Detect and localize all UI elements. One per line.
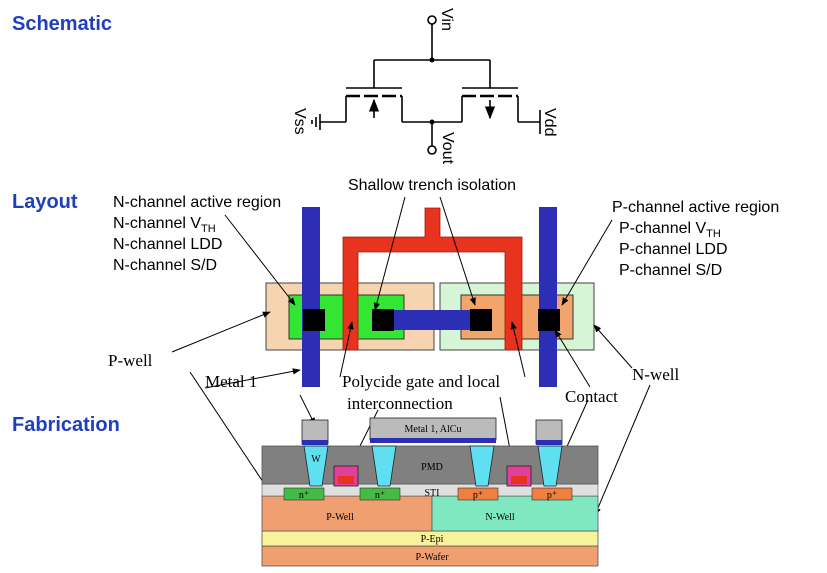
nplus-label: n⁺ — [375, 490, 385, 501]
n-label-sd: N-channel S/D — [113, 257, 217, 274]
p-label-sd: P-channel S/D — [619, 262, 722, 279]
pplus-label: p⁺ — [547, 490, 557, 501]
pwafer-label: P-Wafer — [415, 552, 449, 563]
contact-label: Contact — [565, 387, 618, 406]
pepi-label: P-Epi — [421, 534, 444, 545]
fabrication-cross-section — [261, 417, 599, 567]
n-label-active: N-channel active region — [113, 194, 281, 211]
poly-gate — [342, 207, 523, 351]
nplus-label: n⁺ — [299, 490, 309, 501]
pwell-fab-label: P-Well — [326, 512, 354, 523]
sti-label: Shallow trench isolation — [348, 177, 516, 194]
nwell-fab-label: N-Well — [485, 512, 514, 523]
section-title-schematic: Schematic — [12, 13, 112, 35]
pplus-label: p⁺ — [473, 490, 483, 501]
vout-label: Vout — [439, 132, 456, 165]
w-label: W — [311, 454, 321, 465]
vss-label: Vss — [291, 108, 308, 135]
n-label-ldd: N-channel LDD — [113, 236, 222, 253]
pmd-label: PMD — [421, 462, 443, 473]
pwell-label: P-well — [108, 351, 153, 370]
vdd-label: Vdd — [541, 108, 558, 136]
vin-label: Vin — [438, 8, 455, 31]
vin-terminal — [427, 15, 437, 25]
p-label-active: P-channel active region — [612, 199, 779, 216]
nwell-fab — [431, 495, 599, 532]
metal1-bar-right — [539, 207, 557, 387]
schematic-circuit — [311, 15, 541, 155]
metal-alcu-label: Metal 1, AlCu — [405, 424, 462, 435]
section-title-fabrication: Fabrication — [12, 414, 120, 436]
section-title-layout: Layout — [12, 191, 78, 213]
metal1-label: Metal 1 — [205, 372, 257, 391]
metal1-bar-left — [302, 207, 320, 387]
contact — [470, 309, 492, 331]
contact — [538, 309, 560, 331]
sti-fab-label: STI — [425, 488, 440, 499]
metal1-output — [380, 310, 490, 330]
poly-label-line1: Polycide gate and local — [342, 372, 500, 391]
contact — [303, 309, 325, 331]
contact — [372, 309, 394, 331]
n-label-vth: N-channel VTH — [113, 215, 216, 235]
poly-label-line2: interconnection — [347, 394, 453, 413]
nwell-label: N-well — [632, 365, 679, 384]
p-label-vth: P-channel VTH — [619, 220, 721, 240]
p-label-ldd: P-channel LDD — [619, 241, 728, 258]
layout-drawing — [265, 207, 595, 387]
vout-terminal — [427, 145, 437, 155]
